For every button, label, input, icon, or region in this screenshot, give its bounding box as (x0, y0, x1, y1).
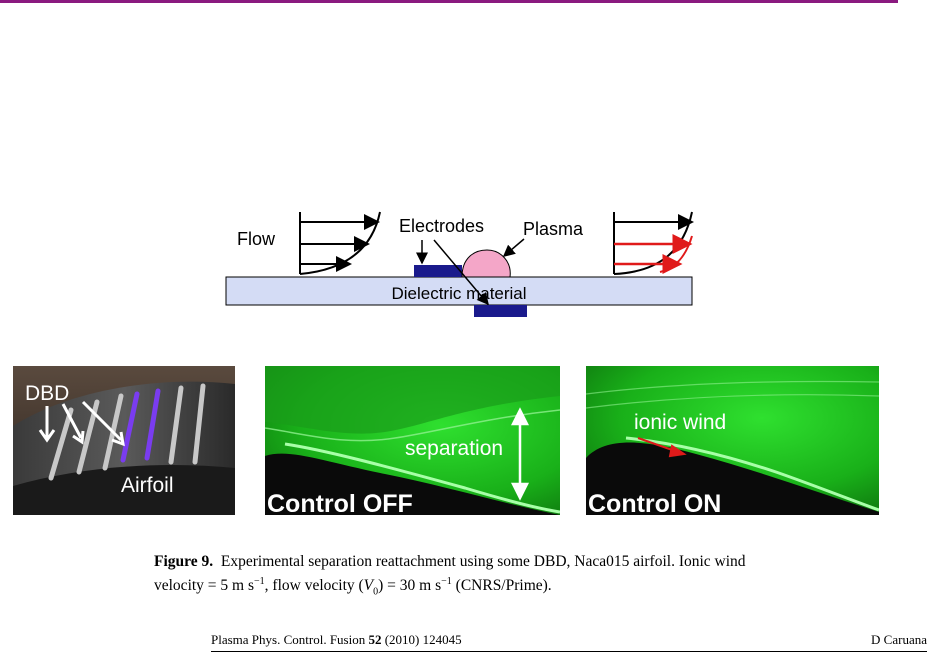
journal-year-article: (2010) 124045 (381, 632, 462, 647)
caption-subscript: 0 (373, 586, 379, 598)
ionic-wind-annotation: ionic wind (634, 411, 726, 434)
caption-variable: V (363, 577, 374, 595)
journal-reference: Plasma Phys. Control. Fusion 52 (2010) 1… (211, 632, 462, 648)
control-on-status: Control ON (588, 490, 721, 515)
dielectric-plate (225, 276, 693, 306)
outlet-velocity-profile (613, 211, 694, 275)
control-off-photo: separation Control OFF (265, 366, 560, 515)
caption-source: (CNRS/Prime). (451, 577, 552, 595)
journal-name: Plasma Phys. Control. Fusion (211, 632, 369, 647)
page-footer: Plasma Phys. Control. Fusion 52 (2010) 1… (211, 632, 927, 652)
author-name: D Caruana (871, 632, 927, 647)
caption-flow-velocity-label: , flow velocity ( (264, 577, 364, 595)
dbd-schematic: Flow Dielectric material Electrodes Plas… (225, 211, 694, 317)
dielectric-label: Dielectric material (391, 284, 526, 303)
caption-exponent: −1 (254, 576, 265, 587)
dbd-label: DBD (25, 382, 69, 405)
caption-flow-velocity-value: ) = 30 m s (378, 577, 442, 595)
caption-text-1: Experimental separation reattachment usi… (220, 553, 746, 570)
plasma-label: Plasma (523, 219, 584, 239)
electrodes-label: Electrodes (399, 216, 484, 236)
separation-annotation: separation (405, 437, 503, 460)
caption-line-2: velocity = 5 m s−1, flow velocity (V0) =… (154, 572, 894, 602)
control-off-status: Control OFF (267, 490, 413, 515)
control-on-photo: ionic wind Control ON (586, 366, 879, 515)
flow-label: Flow (237, 229, 276, 249)
electrode-pointer-lower (433, 239, 489, 306)
lower-electrode (474, 305, 527, 317)
figure-caption: Figure 9. Experimental separation reatta… (154, 552, 894, 602)
inlet-velocity-profile (299, 211, 381, 275)
airfoil-label: Airfoil (121, 474, 174, 497)
journal-volume: 52 (368, 632, 382, 647)
caption-exponent-2: −1 (441, 576, 452, 587)
upper-electrode (414, 265, 462, 277)
caption-ionic-velocity: velocity = 5 m s (154, 577, 255, 595)
plasma-pointer (502, 238, 525, 257)
figure-label: Figure 9. (154, 553, 214, 570)
footer-rule (211, 651, 927, 652)
header-rule (0, 0, 898, 3)
caption-line-1: Figure 9. Experimental separation reatta… (154, 552, 894, 572)
airfoil-photo: DBD Airfoil (13, 366, 235, 515)
plasma-region (461, 249, 511, 278)
dbd-actuator-strips (120, 388, 161, 463)
